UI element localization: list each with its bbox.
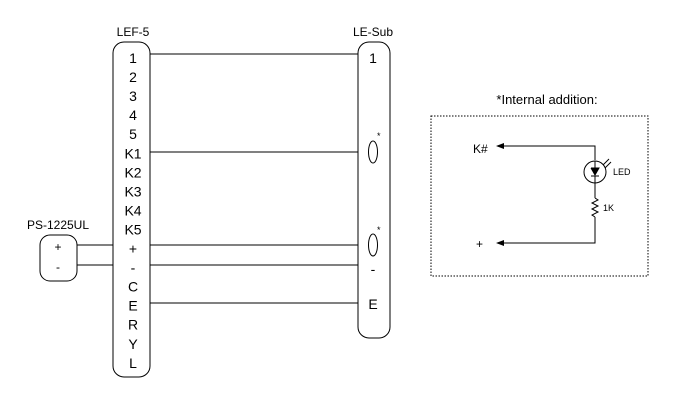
lesub-block <box>357 41 391 339</box>
internal-resistor-symbol <box>590 197 600 218</box>
ps-minus: - <box>56 260 60 274</box>
lef5-block <box>112 41 151 378</box>
lesub-terminal-1: 1 <box>369 50 377 66</box>
internal-led-ray-1 <box>602 158 610 166</box>
led-plus <box>368 233 378 257</box>
internal-plus-label: + <box>476 237 483 251</box>
ps-plus: + <box>54 240 61 254</box>
lef5-terminal-11: + <box>129 241 137 257</box>
led-k1-mark: * <box>377 131 381 141</box>
wires <box>77 53 368 304</box>
internal-plus-wire <box>502 217 596 244</box>
lef5-terminal-16: Y <box>128 336 138 352</box>
lesub-title: LE-Sub <box>353 25 393 39</box>
ps-block <box>39 234 78 282</box>
internal-k-arrow <box>496 143 504 149</box>
ps-title: PS-1225UL <box>27 218 89 232</box>
lef5-terminal-4: 4 <box>129 107 137 123</box>
lef5-terminal-8: K3 <box>124 183 141 199</box>
internal-k-wire <box>502 145 596 160</box>
lef5-terminal-3: 3 <box>129 88 137 104</box>
lef5-terminal-12: - <box>131 260 136 276</box>
lef5-terminal-17: L <box>129 355 137 371</box>
lef5-terminal-9: K4 <box>124 202 141 218</box>
lef5-terminal-7: K2 <box>124 164 141 180</box>
lef5-terminal-6: K1 <box>124 145 141 161</box>
led-plus-mark: * <box>377 225 381 235</box>
internal-circuit <box>502 145 612 244</box>
internal-led-ray-2 <box>604 161 612 169</box>
lef5-title: LEF-5 <box>117 25 150 39</box>
lesub-terminal-e: E <box>368 296 377 312</box>
internal-led-label: LED <box>613 167 631 177</box>
internal-resistor-label: 1K <box>603 203 614 213</box>
internal-box <box>430 115 649 277</box>
lef5-terminal-13: C <box>128 279 138 295</box>
lef5-terminal-10: K5 <box>124 222 141 238</box>
internal-plus-arrow <box>496 240 504 246</box>
lef5-terminal-5: 5 <box>129 126 137 142</box>
lef5-terminal-14: E <box>128 298 137 314</box>
lef5-terminal-1: 1 <box>129 50 137 66</box>
lef5-terminal-15: R <box>128 317 138 333</box>
lesub-terminal-minus: - <box>371 261 376 277</box>
lef5-terminal-2: 2 <box>129 69 137 85</box>
internal-title: *Internal addition: <box>496 92 597 107</box>
internal-k-label: K# <box>473 142 488 156</box>
led-k1 <box>368 140 378 164</box>
